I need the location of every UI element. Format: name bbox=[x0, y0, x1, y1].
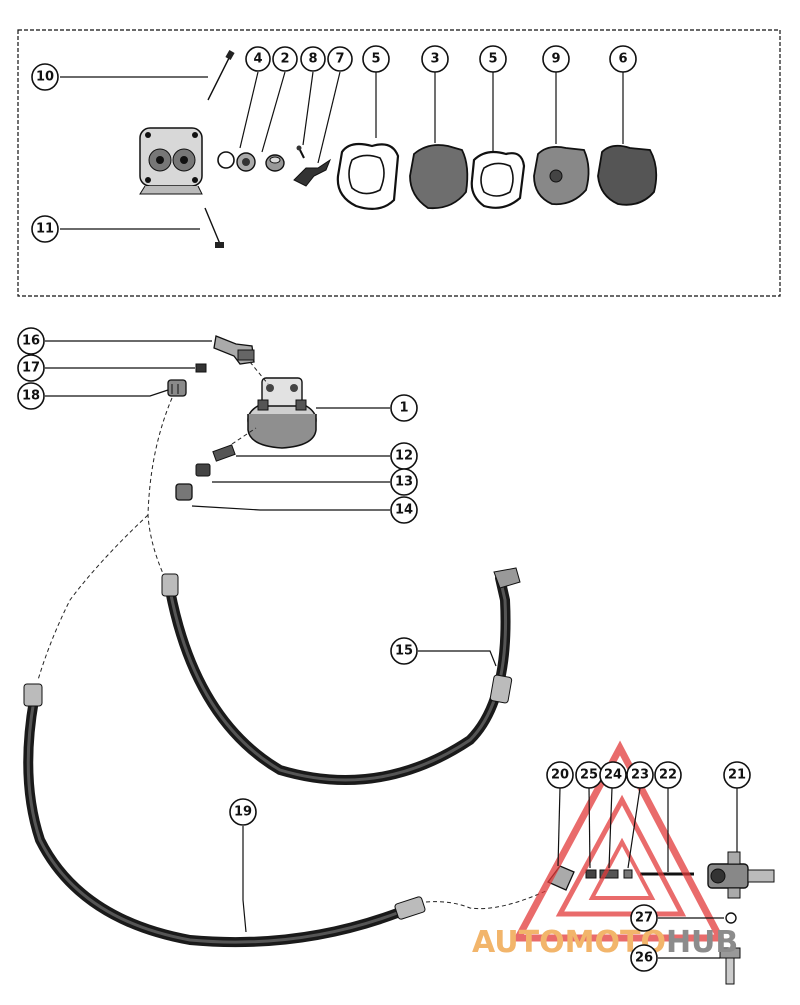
svg-text:12: 12 bbox=[395, 449, 413, 464]
callout-13: 13 bbox=[390, 468, 418, 496]
svg-text:15: 15 bbox=[395, 644, 413, 659]
fitting-17 bbox=[195, 363, 207, 373]
svg-text:24: 24 bbox=[604, 768, 622, 783]
watermark-logo bbox=[512, 740, 726, 942]
svg-text:26: 26 bbox=[635, 951, 653, 966]
svg-text:9: 9 bbox=[551, 52, 560, 67]
fuel-pump-1 bbox=[247, 377, 317, 449]
svg-text:23: 23 bbox=[631, 768, 649, 783]
inset-box bbox=[17, 29, 781, 297]
svg-text:14: 14 bbox=[395, 503, 413, 518]
bolt-10 bbox=[207, 50, 235, 101]
svg-text:5: 5 bbox=[371, 52, 380, 67]
callout-20: 20 bbox=[546, 761, 574, 789]
valve-2 bbox=[265, 154, 285, 172]
callout-18: 18 bbox=[17, 382, 45, 410]
nut-14 bbox=[175, 483, 193, 501]
callout-14: 14 bbox=[390, 496, 418, 524]
svg-text:13: 13 bbox=[395, 475, 413, 490]
part-23 bbox=[623, 869, 633, 879]
fitting-13 bbox=[195, 463, 211, 477]
callout-25: 25 bbox=[575, 761, 603, 789]
svg-text:4: 4 bbox=[253, 52, 262, 67]
seal-4 bbox=[236, 152, 256, 172]
watermark-text: AUTOMOTOHUB bbox=[472, 925, 738, 960]
callout-11: 11 bbox=[31, 215, 59, 243]
valve-21 bbox=[707, 851, 775, 899]
o-ring-4 bbox=[217, 151, 235, 169]
svg-text:20: 20 bbox=[551, 768, 569, 783]
svg-text:3: 3 bbox=[430, 52, 439, 67]
retainer-7 bbox=[293, 158, 332, 187]
callout-5a: 5 bbox=[362, 45, 390, 73]
callout-4: 4 bbox=[245, 46, 271, 72]
callout-5b: 5 bbox=[479, 45, 507, 73]
nut-18 bbox=[167, 379, 187, 397]
callout-22: 22 bbox=[654, 761, 682, 789]
callout-17: 17 bbox=[17, 354, 45, 382]
svg-text:22: 22 bbox=[659, 768, 677, 783]
svg-text:25: 25 bbox=[580, 768, 598, 783]
svg-text:6: 6 bbox=[618, 52, 627, 67]
callout-19: 19 bbox=[229, 798, 257, 826]
callout-15: 15 bbox=[390, 637, 418, 665]
diaphragm-3 bbox=[409, 144, 469, 210]
svg-text:8: 8 bbox=[308, 52, 317, 67]
svg-text:7: 7 bbox=[335, 52, 344, 67]
svg-text:21: 21 bbox=[728, 768, 746, 783]
svg-text:10: 10 bbox=[36, 70, 54, 85]
part-25 bbox=[585, 869, 597, 879]
callout-8: 8 bbox=[300, 46, 326, 72]
svg-text:17: 17 bbox=[22, 361, 40, 376]
callout-9: 9 bbox=[542, 45, 570, 73]
washer-27 bbox=[725, 912, 737, 924]
callout-7: 7 bbox=[327, 46, 353, 72]
svg-text:11: 11 bbox=[36, 222, 54, 237]
hose-15 bbox=[161, 567, 521, 785]
svg-text:5: 5 bbox=[488, 52, 497, 67]
svg-text:2: 2 bbox=[280, 52, 289, 67]
callout-24: 24 bbox=[599, 761, 627, 789]
elbow-16 bbox=[213, 335, 255, 365]
svg-text:18: 18 bbox=[22, 389, 40, 404]
callout-21: 21 bbox=[723, 761, 751, 789]
pump-housing bbox=[139, 127, 203, 195]
callout-16: 16 bbox=[17, 327, 45, 355]
svg-text:16: 16 bbox=[22, 334, 40, 349]
callout-23: 23 bbox=[626, 761, 654, 789]
gasket-6 bbox=[597, 144, 658, 206]
callout-1: 1 bbox=[390, 394, 418, 422]
callout-27: 27 bbox=[630, 904, 658, 932]
screw-8 bbox=[296, 145, 305, 159]
svg-text:1: 1 bbox=[399, 401, 408, 416]
hose-19 bbox=[23, 683, 426, 948]
svg-text:27: 27 bbox=[635, 911, 653, 926]
callout-2: 2 bbox=[272, 46, 298, 72]
fitting-12 bbox=[212, 444, 236, 462]
callout-26: 26 bbox=[630, 944, 658, 972]
bolt-26 bbox=[719, 947, 741, 985]
callout-10: 10 bbox=[31, 63, 59, 91]
svg-text:19: 19 bbox=[234, 805, 252, 820]
callout-3: 3 bbox=[421, 45, 449, 73]
callout-12: 12 bbox=[390, 442, 418, 470]
callout-6: 6 bbox=[609, 45, 637, 73]
bolt-11 bbox=[204, 207, 224, 248]
